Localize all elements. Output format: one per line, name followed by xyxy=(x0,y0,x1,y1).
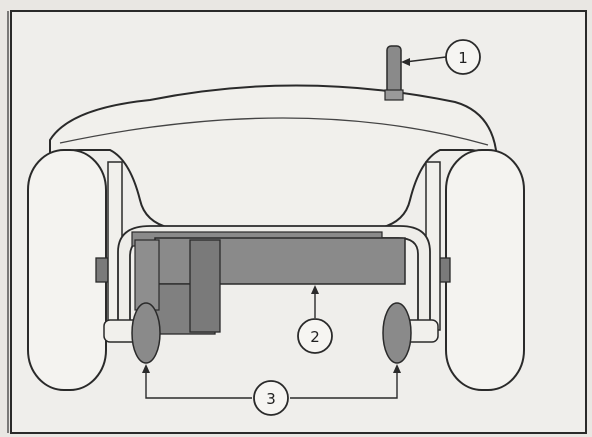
right-cylinder xyxy=(382,302,412,364)
callout-3: 3 xyxy=(253,380,289,416)
leader-1-arrowhead xyxy=(401,58,410,66)
top-pin xyxy=(386,45,402,95)
callout-1: 1 xyxy=(445,39,481,75)
central-mass-plate xyxy=(189,239,221,333)
body-shell xyxy=(49,84,497,229)
leader-1 xyxy=(404,56,447,63)
leader-2-arrowhead xyxy=(311,285,319,294)
leader-3-right-arrowhead xyxy=(393,364,401,373)
right-tire xyxy=(445,149,525,391)
leader-3 xyxy=(145,368,252,399)
callout-2-label: 2 xyxy=(310,328,320,346)
callout-3-label: 3 xyxy=(266,390,276,408)
leader-3-left-arrowhead xyxy=(142,364,150,373)
callout-1-label: 1 xyxy=(458,49,468,67)
central-mass-left-block xyxy=(134,239,160,311)
leader-3-right xyxy=(290,368,398,399)
body-shell-inner-line xyxy=(59,117,489,146)
left-cylinder xyxy=(131,302,161,364)
callout-2: 2 xyxy=(297,318,333,354)
top-pin-base xyxy=(384,89,404,101)
left-tire xyxy=(27,149,107,391)
